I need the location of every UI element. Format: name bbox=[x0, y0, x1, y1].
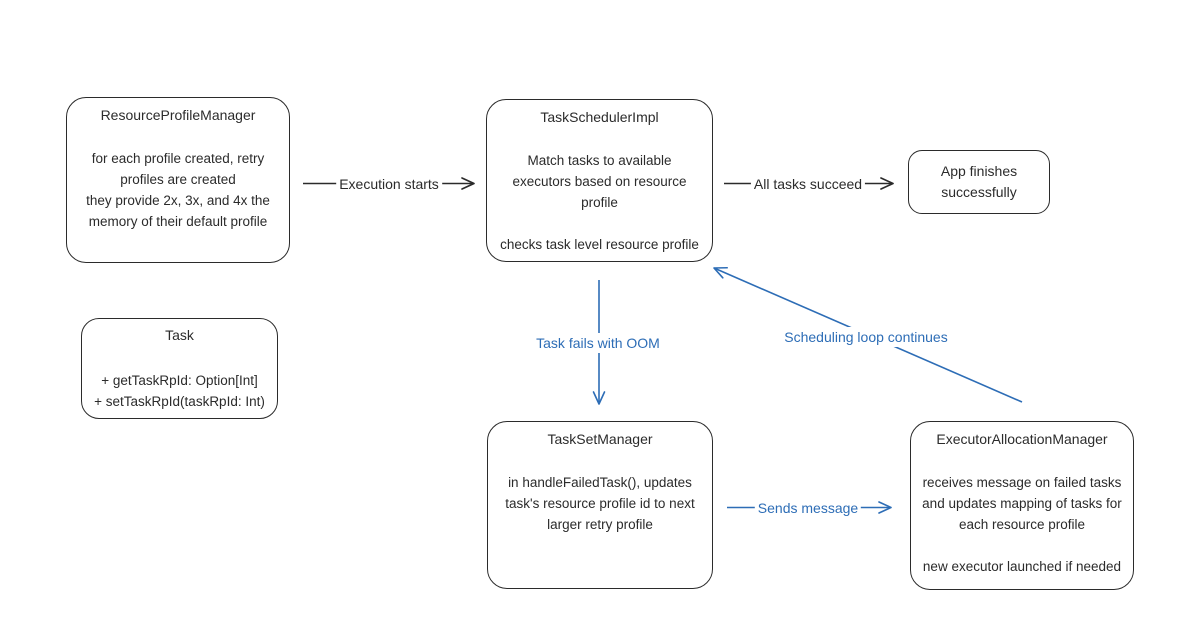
edge-label-sends-message: Sends message bbox=[754, 498, 862, 518]
node-title: App finishes successfully bbox=[940, 163, 1018, 200]
node-body: in handleFailedTask(), updates task's re… bbox=[505, 475, 695, 532]
node-title: TaskSchedulerImpl bbox=[540, 109, 659, 125]
node-body: Match tasks to available executors based… bbox=[512, 153, 687, 210]
edge-label-task-fails-oom: Task fails with OOM bbox=[533, 333, 663, 353]
node-title: ExecutorAllocationManager bbox=[936, 431, 1108, 447]
node-title: TaskSetManager bbox=[547, 431, 653, 447]
node-task-set-manager: TaskSetManager in handleFailedTask(), up… bbox=[487, 421, 713, 589]
node-title: Task bbox=[165, 327, 194, 343]
edge-label-scheduling-loop: Scheduling loop continues bbox=[781, 327, 951, 347]
edge-label-execution-starts: Execution starts bbox=[336, 174, 442, 194]
node-body: for each profile created, retry profiles… bbox=[86, 151, 270, 229]
node-body-secondary: new executor launched if needed bbox=[922, 559, 1122, 574]
node-resource-profile-manager: ResourceProfileManager for each profile … bbox=[66, 97, 290, 263]
node-body-secondary: checks task level resource profile bbox=[500, 237, 699, 252]
node-app-finishes: App finishes successfully bbox=[908, 150, 1050, 214]
node-body: receives message on failed tasks and upd… bbox=[922, 475, 1122, 532]
node-executor-allocation-manager: ExecutorAllocationManager receives messa… bbox=[910, 421, 1134, 590]
node-title: ResourceProfileManager bbox=[100, 107, 256, 123]
edge-label-all-tasks-succeed: All tasks succeed bbox=[750, 174, 866, 194]
node-task: Task + getTaskRpId: Option[Int] + setTas… bbox=[81, 318, 278, 419]
node-task-scheduler-impl: TaskSchedulerImpl Match tasks to availab… bbox=[486, 99, 713, 262]
node-body: + getTaskRpId: Option[Int] + setTaskRpId… bbox=[94, 373, 265, 409]
